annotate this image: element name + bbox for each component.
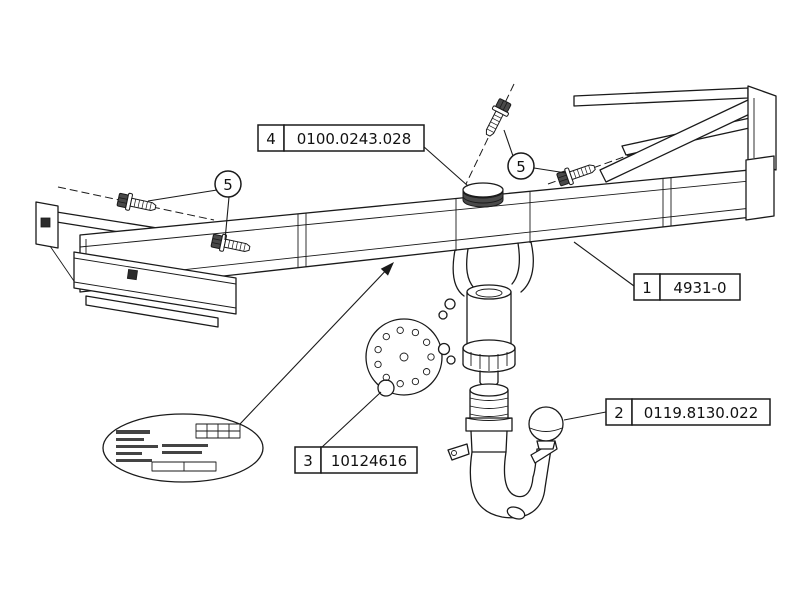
label-box-item3: 3 10124616 — [294, 446, 418, 474]
label-number-cell — [633, 273, 661, 301]
part-code: 0119.8130.022 — [644, 404, 759, 422]
leader-line-item2 — [563, 411, 607, 421]
label-number-cell — [257, 124, 285, 152]
mounting-bolt — [115, 190, 158, 217]
label-code-cell — [659, 273, 741, 301]
callout-circle — [507, 152, 535, 180]
leader-line-item4 — [422, 145, 469, 187]
beam-end-plate-right — [745, 155, 775, 221]
leader-line-item5-left-a — [147, 189, 218, 202]
part-number: 4 — [266, 130, 276, 148]
id-plate — [102, 413, 264, 483]
leader-lines — [147, 129, 635, 449]
part-number: 3 — [303, 452, 313, 470]
callout-circle-5-right: 5 — [507, 152, 535, 180]
callout-circle — [214, 170, 242, 198]
label-code-cell — [320, 446, 418, 474]
leader-line-item1 — [573, 241, 635, 287]
mounting-bolt — [480, 96, 514, 140]
callout-number: 5 — [516, 158, 526, 176]
label-box-item2: 2 0119.8130.022 — [605, 398, 771, 426]
leader-line-id-plate — [239, 263, 393, 425]
part-number: 1 — [642, 279, 652, 297]
leader-line-item5-right-b — [533, 167, 567, 174]
leader-line-item5-right-a — [503, 129, 514, 157]
leader-line-item5-left-b — [224, 196, 230, 241]
label-box-item1: 1 4931-0 — [633, 273, 741, 301]
cover-cap — [462, 182, 504, 208]
part-code: 0100.0243.028 — [297, 130, 412, 148]
callout-circle-5-left: 5 — [214, 170, 242, 198]
part-number: 2 — [614, 404, 624, 422]
left-mounting-bracket-front — [73, 251, 237, 328]
receiver-housing — [438, 241, 534, 387]
part-code: 10124616 — [331, 452, 407, 470]
part-code: 4931-0 — [673, 279, 726, 297]
callout-number: 5 — [223, 176, 233, 194]
arrowhead-icon — [380, 262, 394, 276]
label-box-item4: 4 0100.0243.028 — [257, 124, 425, 152]
mounting-bolt — [555, 158, 598, 189]
right-mounting-bracket — [573, 85, 777, 183]
towball-sphere — [528, 406, 564, 442]
leader-line-item3 — [320, 391, 382, 449]
handwheel-disc — [365, 318, 456, 397]
detachable-towball — [447, 383, 564, 520]
label-code-cell — [631, 398, 771, 426]
label-code-cell — [283, 124, 425, 152]
